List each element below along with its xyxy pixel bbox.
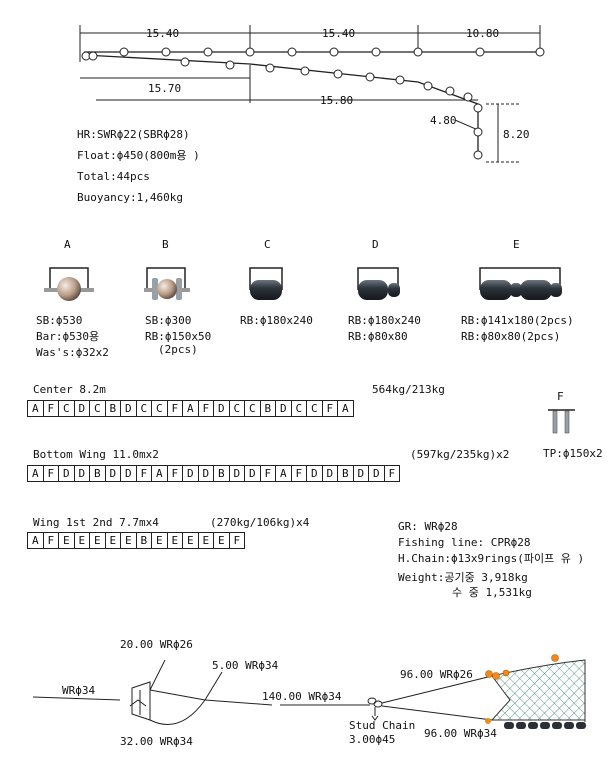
type-e-line-2: RB:ϕ80x80(2pcs) [461, 330, 561, 343]
rig-mid-wire: 140.00 WRϕ34 [262, 690, 342, 703]
spec-float: Float:ϕ450(800m용 ) [77, 149, 200, 162]
roller-c-icon [249, 267, 283, 290]
dim-top-3: 10.80 [466, 27, 500, 40]
spec-hr: HR:SWRϕ22(SBRϕ28) [77, 128, 190, 141]
dim-side: 4.80 [430, 114, 457, 127]
dim-lower-2: 15.80 [320, 94, 354, 107]
gear-fishing-line: Fishing line: CPRϕ28 [398, 536, 531, 549]
type-letter-b: B [162, 238, 169, 251]
gear-h-chain: H.Chain:ϕ13x9rings(파이프 유 ) [398, 552, 585, 565]
sequence-cell: B [259, 400, 276, 417]
headrope-diagram [79, 25, 545, 163]
rig-upper-right: 96.00 WRϕ26 [400, 668, 473, 681]
dim-height: 8.20 [503, 128, 530, 141]
sequence-cell: F [383, 465, 400, 482]
spec-total: Total:44pcs [77, 170, 150, 183]
rig-stud-chain-len: 3.00ϕ45 [349, 733, 396, 746]
type-c-line-1: RB:ϕ180x240 [240, 314, 313, 327]
roller-f-icon [548, 409, 575, 434]
rig-side-wire: 5.00 WRϕ34 [212, 659, 279, 672]
sequence-cell: E [104, 532, 121, 549]
bottom-wing-title: Bottom Wing 11.0mx2 [33, 448, 159, 461]
rig-lower-right: 96.00 WRϕ34 [424, 727, 497, 740]
type-letter-f: F [557, 390, 564, 403]
sequence-cell: A [27, 465, 44, 482]
gear-weight-air: Weight:공기중 3,918kg [398, 571, 528, 584]
roller-a-icon [49, 267, 89, 290]
wing-weight: (270kg/106kg)x4 [210, 516, 310, 529]
roller-d-icon [357, 267, 399, 290]
dim-lower-1: 15.70 [148, 82, 182, 95]
sequence-cell: F [42, 532, 59, 549]
roller-illustrations [44, 267, 562, 301]
rig-stud-chain: Stud Chain [349, 719, 416, 732]
type-a-line-3: Was's:ϕ32x2 [36, 346, 109, 359]
center-title: Center 8.2m [33, 383, 106, 396]
gear-gr: GR: WRϕ28 [398, 520, 458, 533]
sequence-cell: C [306, 400, 323, 417]
spec-buoyancy: Buoyancy:1,460kg [77, 191, 183, 204]
bottom-wing-weight: (597kg/235kg)x2 [410, 448, 510, 461]
sequence-cell: C [58, 400, 75, 417]
type-f-label: TP:ϕ150x2 [543, 447, 603, 460]
type-letter-e: E [513, 238, 520, 251]
center-weight: 564kg/213kg [372, 383, 445, 396]
type-a-line-2: Bar:ϕ530용 [36, 330, 100, 343]
type-letter-d: D [372, 238, 379, 251]
type-d-line-2: RB:ϕ80x80 [348, 330, 408, 343]
gear-weight-water: 수 중 1,531kg [452, 586, 532, 599]
roller-b-icon [146, 267, 186, 290]
sequence-cell: E [89, 532, 106, 549]
type-d-line-1: RB:ϕ180x240 [348, 314, 421, 327]
type-a-line-1: SB:ϕ530 [36, 314, 83, 327]
type-b-line-1: SB:ϕ300 [145, 314, 192, 327]
rig-wr-left: WRϕ34 [62, 684, 96, 697]
sequence-cell: E [151, 532, 168, 549]
sequence-cell: D [228, 465, 245, 482]
dim-top-2: 15.40 [322, 27, 356, 40]
roller-e-icon [479, 267, 561, 290]
sequence-cell: A [337, 400, 354, 417]
rig-bottom-wire: 32.00 WRϕ34 [120, 735, 193, 748]
type-e-line-1: RB:ϕ141x180(2pcs) [461, 314, 574, 327]
rig-top-wire: 20.00 WRϕ26 [120, 638, 193, 651]
dim-top-1: 15.40 [146, 27, 180, 40]
type-b-line-2: RB:ϕ150x50 [145, 330, 212, 343]
type-letter-c: C [264, 238, 271, 251]
wing-title: Wing 1st 2nd 7.7mx4 [33, 516, 159, 529]
type-b-line-3: (2pcs) [158, 343, 198, 356]
sequence-cell: D [73, 400, 90, 417]
type-letter-a: A [64, 238, 71, 251]
sequence-cell: F [228, 532, 245, 549]
